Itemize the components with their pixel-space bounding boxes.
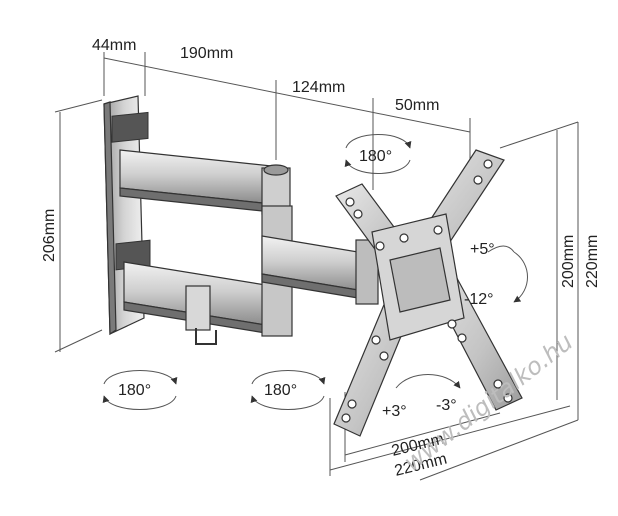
lower-arm bbox=[123, 261, 273, 345]
vesa-bracket bbox=[333, 149, 523, 437]
middle-arm bbox=[261, 205, 379, 337]
label-level-plus: +3° bbox=[382, 403, 407, 420]
dim-wall-depth: 44mm bbox=[92, 37, 136, 54]
rotation-level: +3° -3° bbox=[382, 374, 461, 420]
label-swivel-head: 180° bbox=[359, 148, 392, 165]
label-tilt-down: -12° bbox=[464, 291, 494, 308]
label-level-minus: -3° bbox=[436, 397, 457, 414]
dim-arm-second: 124mm bbox=[292, 79, 345, 96]
dim-vesa-vertical-inner: 200mm bbox=[560, 235, 577, 288]
dim-plate-height: 206mm bbox=[41, 209, 58, 262]
label-swivel-wall: 180° bbox=[118, 382, 151, 399]
rotation-swivel-middle: 180° bbox=[250, 370, 326, 410]
upper-arm bbox=[119, 149, 291, 215]
rotation-swivel-head: 180° bbox=[344, 134, 412, 174]
label-tilt-up: +5° bbox=[470, 241, 495, 258]
rotation-tilt: +5° -12° bbox=[464, 241, 528, 308]
dim-arm-third: 50mm bbox=[395, 97, 439, 114]
label-swivel-middle: 180° bbox=[264, 382, 297, 399]
dim-arm-first: 190mm bbox=[180, 45, 233, 62]
dim-vesa-vertical-outer: 220mm bbox=[584, 235, 601, 288]
rotation-swivel-wall: 180° bbox=[102, 370, 178, 410]
